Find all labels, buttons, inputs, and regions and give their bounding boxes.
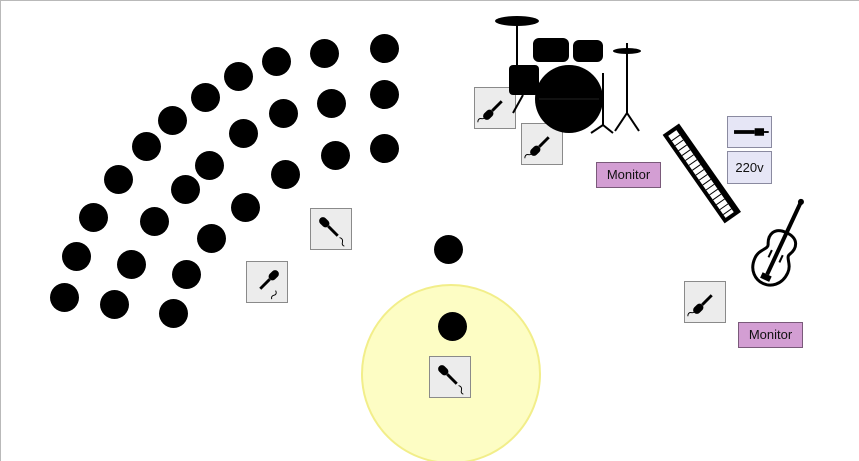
monitor-wedge[interactable]: Monitor (596, 162, 661, 188)
seat (159, 299, 188, 328)
seat (172, 260, 201, 289)
monitor-label: Monitor (749, 327, 792, 342)
microphone-icon (430, 357, 470, 397)
seat (262, 47, 291, 76)
seat (269, 99, 298, 128)
audio-jack-icon (728, 117, 771, 147)
seat (195, 151, 224, 180)
seat (132, 132, 161, 161)
violin-icon[interactable] (747, 193, 811, 305)
seat (321, 141, 350, 170)
seat (158, 106, 187, 135)
seat (310, 39, 339, 68)
drum-kit-icon[interactable] (493, 13, 647, 137)
seat (117, 250, 146, 279)
seat (370, 34, 399, 63)
microphone-stand[interactable] (310, 208, 352, 250)
seat (191, 83, 220, 112)
audio-input-box[interactable] (727, 116, 772, 148)
microphone-stand[interactable] (684, 281, 726, 323)
seat (317, 89, 346, 118)
microphone-icon (247, 262, 287, 302)
seat (231, 193, 260, 222)
seat (104, 165, 133, 194)
seat (100, 290, 129, 319)
power-label: 220v (735, 160, 763, 175)
seat (197, 224, 226, 253)
microphone-stand[interactable] (429, 356, 471, 398)
seat (62, 242, 91, 271)
microphone-stand[interactable] (246, 261, 288, 303)
power-outlet[interactable]: 220v (727, 151, 772, 184)
lead-performer-position (438, 312, 467, 341)
seat (79, 203, 108, 232)
seat (171, 175, 200, 204)
seat (50, 283, 79, 312)
seat (370, 134, 399, 163)
seat (224, 62, 253, 91)
seat (140, 207, 169, 236)
seat (370, 80, 399, 109)
seat (229, 119, 258, 148)
performer-position (434, 235, 463, 264)
seat (271, 160, 300, 189)
microphone-icon (311, 209, 351, 249)
microphone-icon (685, 282, 725, 322)
monitor-label: Monitor (607, 167, 650, 182)
monitor-wedge[interactable]: Monitor (738, 322, 803, 348)
